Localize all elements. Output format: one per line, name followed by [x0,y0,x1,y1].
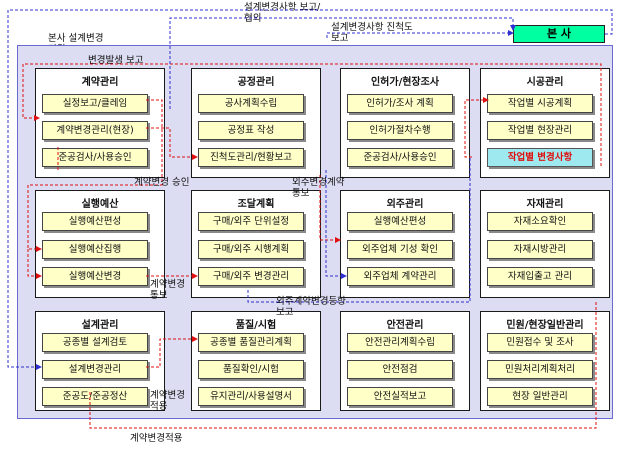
item-work-construction-plan[interactable]: 작업별 시공계획 [487,94,593,113]
contract-change-approval-label: 계약변경 승인 [134,177,190,188]
arrow-progress-to-hq [326,30,514,38]
item-permit-procedure[interactable]: 인허가절차수행 [347,121,453,140]
panel-quality-test: 품질/시험 공종별 품질관리계획 품질확인/시험 유지관리/사용설명서 [191,311,321,411]
item-budget-formation[interactable]: 실행예산편성 [347,212,453,231]
panel-procurement-plan: 조달계획 구매/외주 단위설정 구매/외주 시행계획 구매/외주 변경관리 [191,190,321,298]
item-permit-plan[interactable]: 인허가/조사 계획 [347,94,453,113]
headquarters-box[interactable]: 본 사 [513,25,605,43]
design-change-report-label: 설계변경사항 보고/ 협의 [244,2,321,24]
panel-title: 실행예산 [81,199,119,210]
item-contractor-progress-check[interactable]: 외주업체 기성 확인 [347,240,453,259]
arrow-contract-apply [57,147,597,429]
item-completion-inspection[interactable]: 준공검사/사용승인 [347,148,453,167]
panel-title: 인허가/현장조사 [370,77,440,88]
item-as-built-settlement[interactable]: 준공도/준공정산 [42,387,148,406]
item-site-general-management[interactable]: 현장 일반관리 [487,387,593,406]
panel-title: 설계관리 [81,320,119,331]
outsourcing-contract-notice-label: 외주변경계약 통보 [292,177,345,199]
item-site-report-claim[interactable]: 실정보고/클레임 [42,94,148,113]
panel-outsourcing-management: 외주관리 실행예산편성 외주업체 기성 확인 외주업체 계약관리 [340,190,470,298]
panel-title: 안전관리 [386,320,424,331]
item-complaint-intake[interactable]: 민원접수 및 조사 [487,333,593,352]
panel-civil-complaint-management: 민원/현장일반관리 민원접수 및 조사 민원처리계획처리 현장 일반관리 [480,311,610,411]
panel-execution-budget: 실행예산 실행예산편성 실행예산집행 실행예산변경 [35,190,165,298]
panel-title: 민원/현장일반관리 [506,320,584,331]
item-safety-plan[interactable]: 안전관리계획수립 [347,333,453,352]
item-complaint-processing[interactable]: 민원처리계획처리 [487,360,593,379]
design-change-progress-label: 설계변경사항 진척도 보고 [331,22,413,44]
item-budget-formation[interactable]: 실행예산편성 [42,212,148,231]
item-material-spec-management[interactable]: 자재시방관리 [487,240,593,259]
item-purchase-execution-plan[interactable]: 구매/외주 시행계획 [198,240,304,259]
panel-permit-survey: 인허가/현장조사 인허가/조사 계획 인허가절차수행 준공검사/사용승인 [340,68,470,178]
item-safety-inspection[interactable]: 안전점검 [347,360,453,379]
contract-change-apply-label: 계약변경 적용 [150,390,185,412]
item-purchase-unit-setting[interactable]: 구매/외주 단위설정 [198,212,304,231]
panel-process-management: 공정관리 공사계획수립 공정표 작성 진척도관리/현황보고 [191,68,321,178]
panel-title: 계약관리 [81,77,119,88]
item-work-plan[interactable]: 공사계획수립 [198,94,304,113]
item-completion-inspection[interactable]: 준공검사/사용승인 [42,148,148,167]
item-maintenance-manual[interactable]: 유지관리/사용설명서 [198,387,304,406]
item-schedule-creation[interactable]: 공정표 작성 [198,121,304,140]
arrow-outsourcing-notice [325,170,347,279]
contract-change-apply-bottom-label: 계약변경적용 [130,433,183,444]
panel-design-management: 설계관리 공종별 설계검토 설계변경관리 준공도/준공정산 [35,311,165,411]
item-work-site-management[interactable]: 작업별 현장관리 [487,121,593,140]
item-progress-management[interactable]: 진척도관리/현황보고 [198,148,304,167]
item-design-change-management[interactable]: 설계변경관리 [42,360,148,379]
item-budget-execution[interactable]: 실행예산집행 [42,240,148,259]
item-work-change-items[interactable]: 작업별 변경사항 [487,148,593,167]
item-quality-check[interactable]: 품질확인/시험 [198,360,304,379]
panel-title: 외주관리 [386,199,424,210]
panel-title: 시공관리 [526,77,564,88]
arrow-outsourcing [319,175,341,243]
change-report-label: 변경발생 보고 [88,55,144,66]
panel-contract-management: 계약관리 실정보고/클레임 계약변경관리(현장) 준공검사/사용승인 [35,68,165,178]
item-design-review[interactable]: 공종별 설계검토 [42,333,148,352]
arrow-contract-to-budget [27,99,163,252]
panel-title: 조달계획 [237,199,275,210]
panel-construction-management: 시공관리 작업별 시공계획 작업별 현장관리 작업별 변경사항 [480,68,610,178]
arrow-report-to-hq [169,17,516,109]
arrow-change-report [22,63,602,166]
panel-title: 공정관리 [237,77,275,88]
panel-safety-management: 안전관리 안전관리계획수립 안전점검 안전실적보고 [340,311,470,411]
item-material-in-out[interactable]: 자재입출고 관리 [487,267,593,286]
panel-title: 품질/시험 [235,320,277,331]
item-contract-change-management[interactable]: 계약변경관리(현장) [42,121,148,140]
arrow-design-to-quality [146,336,198,368]
outsourcing-change-report-label: 외주계약변경등향 보고 [276,296,346,318]
panel-title: 자재관리 [526,199,564,210]
arrow-outsourcing-report [247,157,471,303]
item-material-requirement[interactable]: 자재소요확인 [487,212,593,231]
item-quality-plan[interactable]: 공종별 품질관리계획 [198,333,304,352]
arrow-contract-approval [146,127,198,160]
panel-material-management: 자재관리 자재소요확인 자재시방관리 자재입출고 관리 [480,190,610,298]
item-safety-report[interactable]: 안전실적보고 [347,387,453,406]
item-purchase-change-management[interactable]: 구매/외주 변경관리 [198,267,304,286]
item-contractor-contract-management[interactable]: 외주업체 계약관리 [347,267,453,286]
contract-change-notice-label: 계약변경 통보 [150,279,185,301]
arrow-work-change-to-contract [464,97,489,158]
arrow-budget-loop [27,249,42,279]
arrow-hq-support [7,9,613,370]
